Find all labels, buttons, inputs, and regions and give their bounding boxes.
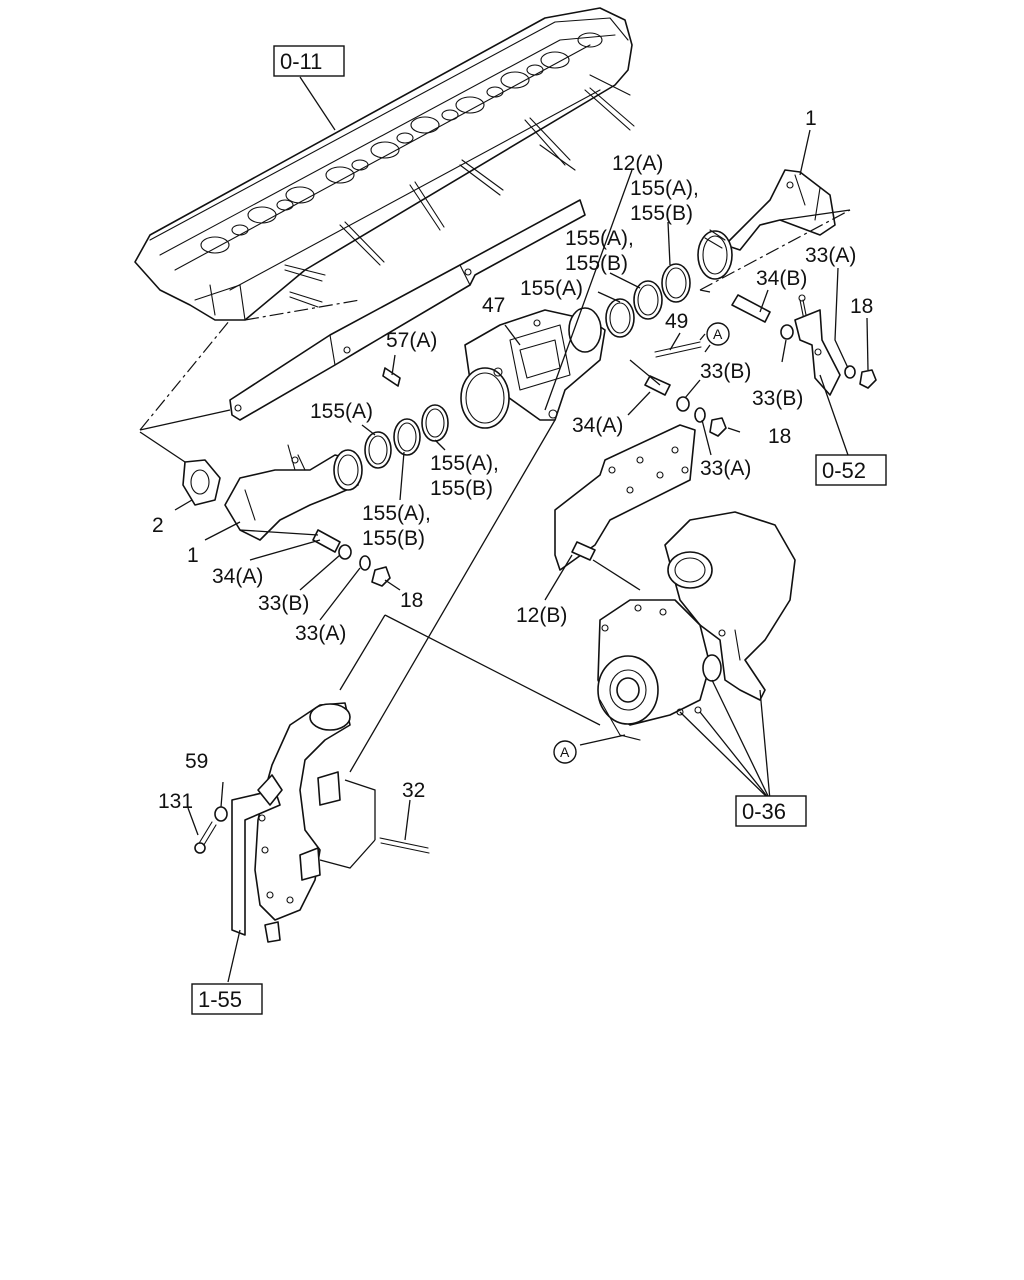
ref-box-0-52: 0-52 <box>815 454 887 486</box>
lower-elbow <box>194 702 430 943</box>
small-hardware <box>312 294 877 587</box>
label-155a-left: 155(A) <box>310 400 373 423</box>
label-155b-2: 155(B) <box>565 252 628 275</box>
exhaust-pipe-left <box>224 444 363 541</box>
label-155b-1: 155(B) <box>630 202 693 225</box>
adapter-47 <box>460 307 606 429</box>
ref-box-1-55: 1-55 <box>191 983 263 1015</box>
label-12b: 12(B) <box>516 604 567 627</box>
cylinder-head <box>134 7 635 321</box>
ref-box-0-11: 0-11 <box>273 45 345 77</box>
label-1-left: 1 <box>187 544 199 567</box>
callout-letter: A <box>713 326 723 342</box>
label-155b-mid: 155(B) <box>430 477 493 500</box>
label-33a-mid: 33(A) <box>700 457 751 480</box>
ref-label: 0-36 <box>742 799 786 824</box>
heat-shield-12b <box>554 424 696 571</box>
seal-rings <box>364 263 691 469</box>
label-155a-3: 155(A) <box>520 277 583 300</box>
ref-box-0-36: 0-36 <box>735 795 807 827</box>
label-57a: 57(A) <box>386 329 437 352</box>
callout-a-bottom: A <box>553 740 577 764</box>
label-155a-2: 155(A), <box>565 227 634 250</box>
callout-a-top: A <box>706 322 730 346</box>
manifold-gasket <box>229 199 586 421</box>
label-33b-left: 33(B) <box>258 592 309 615</box>
assembly-lines <box>139 209 851 869</box>
label-33b-right: 33(B) <box>752 387 803 410</box>
label-155a-lower: 155(A), <box>362 502 431 525</box>
label-131: 131 <box>158 790 193 813</box>
label-59: 59 <box>185 750 208 773</box>
ref-label: 0-52 <box>822 458 866 483</box>
label-47: 47 <box>482 294 505 317</box>
ref-label: 1-55 <box>198 987 242 1012</box>
label-33a-top: 33(A) <box>805 244 856 267</box>
gasket-2 <box>182 459 221 506</box>
label-155a-mid: 155(A), <box>430 452 499 475</box>
label-1-top: 1 <box>805 107 817 130</box>
label-32: 32 <box>402 779 425 802</box>
label-2: 2 <box>152 514 164 537</box>
label-33b-mid: 33(B) <box>700 360 751 383</box>
label-18-mid: 18 <box>768 425 791 448</box>
label-33a-left: 33(A) <box>295 622 346 645</box>
callout-letter: A <box>560 744 570 760</box>
turbocharger <box>597 511 796 741</box>
label-18-top: 18 <box>850 295 873 318</box>
label-34a-left: 34(A) <box>212 565 263 588</box>
leader-lines <box>174 76 869 983</box>
head-studs <box>284 74 635 308</box>
label-18-left: 18 <box>400 589 423 612</box>
label-155b-lower: 155(B) <box>362 527 425 550</box>
label-155a-1: 155(A), <box>630 177 699 200</box>
label-34a-mid: 34(A) <box>572 414 623 437</box>
label-34b: 34(B) <box>756 267 807 290</box>
ref-label: 0-11 <box>280 49 322 74</box>
part-labels: 1 12(A) 155(A), 155(B) 155(A), 155(B) 15… <box>152 107 873 813</box>
label-49: 49 <box>665 310 688 333</box>
exhaust-pipe-top <box>697 169 851 291</box>
label-12a: 12(A) <box>612 152 663 175</box>
